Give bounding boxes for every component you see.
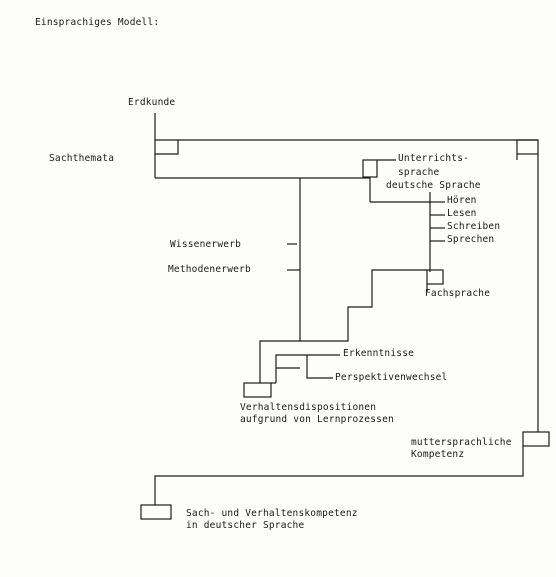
node-perspektivenwechsel: Perspektivenwechsel: [335, 372, 448, 383]
node-methodenerwerb: Methodenerwerb: [168, 264, 251, 275]
node-sach-verhaltenskompetenz-line2: in deutscher Sprache: [186, 520, 305, 531]
connector-box: [362, 159, 378, 178]
node-muttersprachliche-line1: muttersprachliche: [411, 437, 512, 448]
node-unterrichtssprache-line1: Unterrichts-: [398, 153, 470, 164]
node-sachthemata: Sachthemata: [49, 153, 115, 164]
connector-box: [426, 269, 444, 285]
node-verhaltensdispositionen-line1: Verhaltensdispositionen: [240, 402, 377, 413]
node-sach-verhaltenskompetenz-line1: Sach- und Verhaltenskompetenz: [186, 508, 358, 519]
node-erdkunde: Erdkunde: [128, 97, 176, 108]
node-schreiben: Schreiben: [447, 221, 501, 232]
node-sprechen: Sprechen: [447, 234, 495, 245]
connector-box: [140, 504, 172, 520]
node-erkenntnisse: Erkenntnisse: [343, 348, 415, 359]
node-hoeren: Hören: [447, 195, 477, 206]
connector-line: [275, 354, 340, 368]
connector-box: [516, 139, 539, 155]
node-verhaltensdispositionen-line2: aufgrund von Lernprozessen: [240, 414, 394, 425]
node-deutsche-sprache: deutsche Sprache: [386, 180, 481, 191]
connector-box: [243, 382, 272, 398]
connector-line: [155, 140, 179, 155]
connector-line: [306, 355, 333, 379]
node-lesen: Lesen: [447, 208, 477, 219]
node-muttersprachliche-line2: Kompetenz: [411, 449, 465, 460]
node-fachsprache: Fachsprache: [425, 288, 491, 299]
page-title: Einsprachiges Modell:: [35, 17, 160, 28]
node-unterrichtssprache-line2: sprache: [398, 167, 440, 178]
connector-line: [154, 446, 524, 505]
node-wissenserwerb: Wissenerwerb: [170, 239, 242, 250]
connector-line: [259, 340, 300, 383]
connector-box: [522, 431, 550, 447]
connector-line: [300, 269, 427, 342]
